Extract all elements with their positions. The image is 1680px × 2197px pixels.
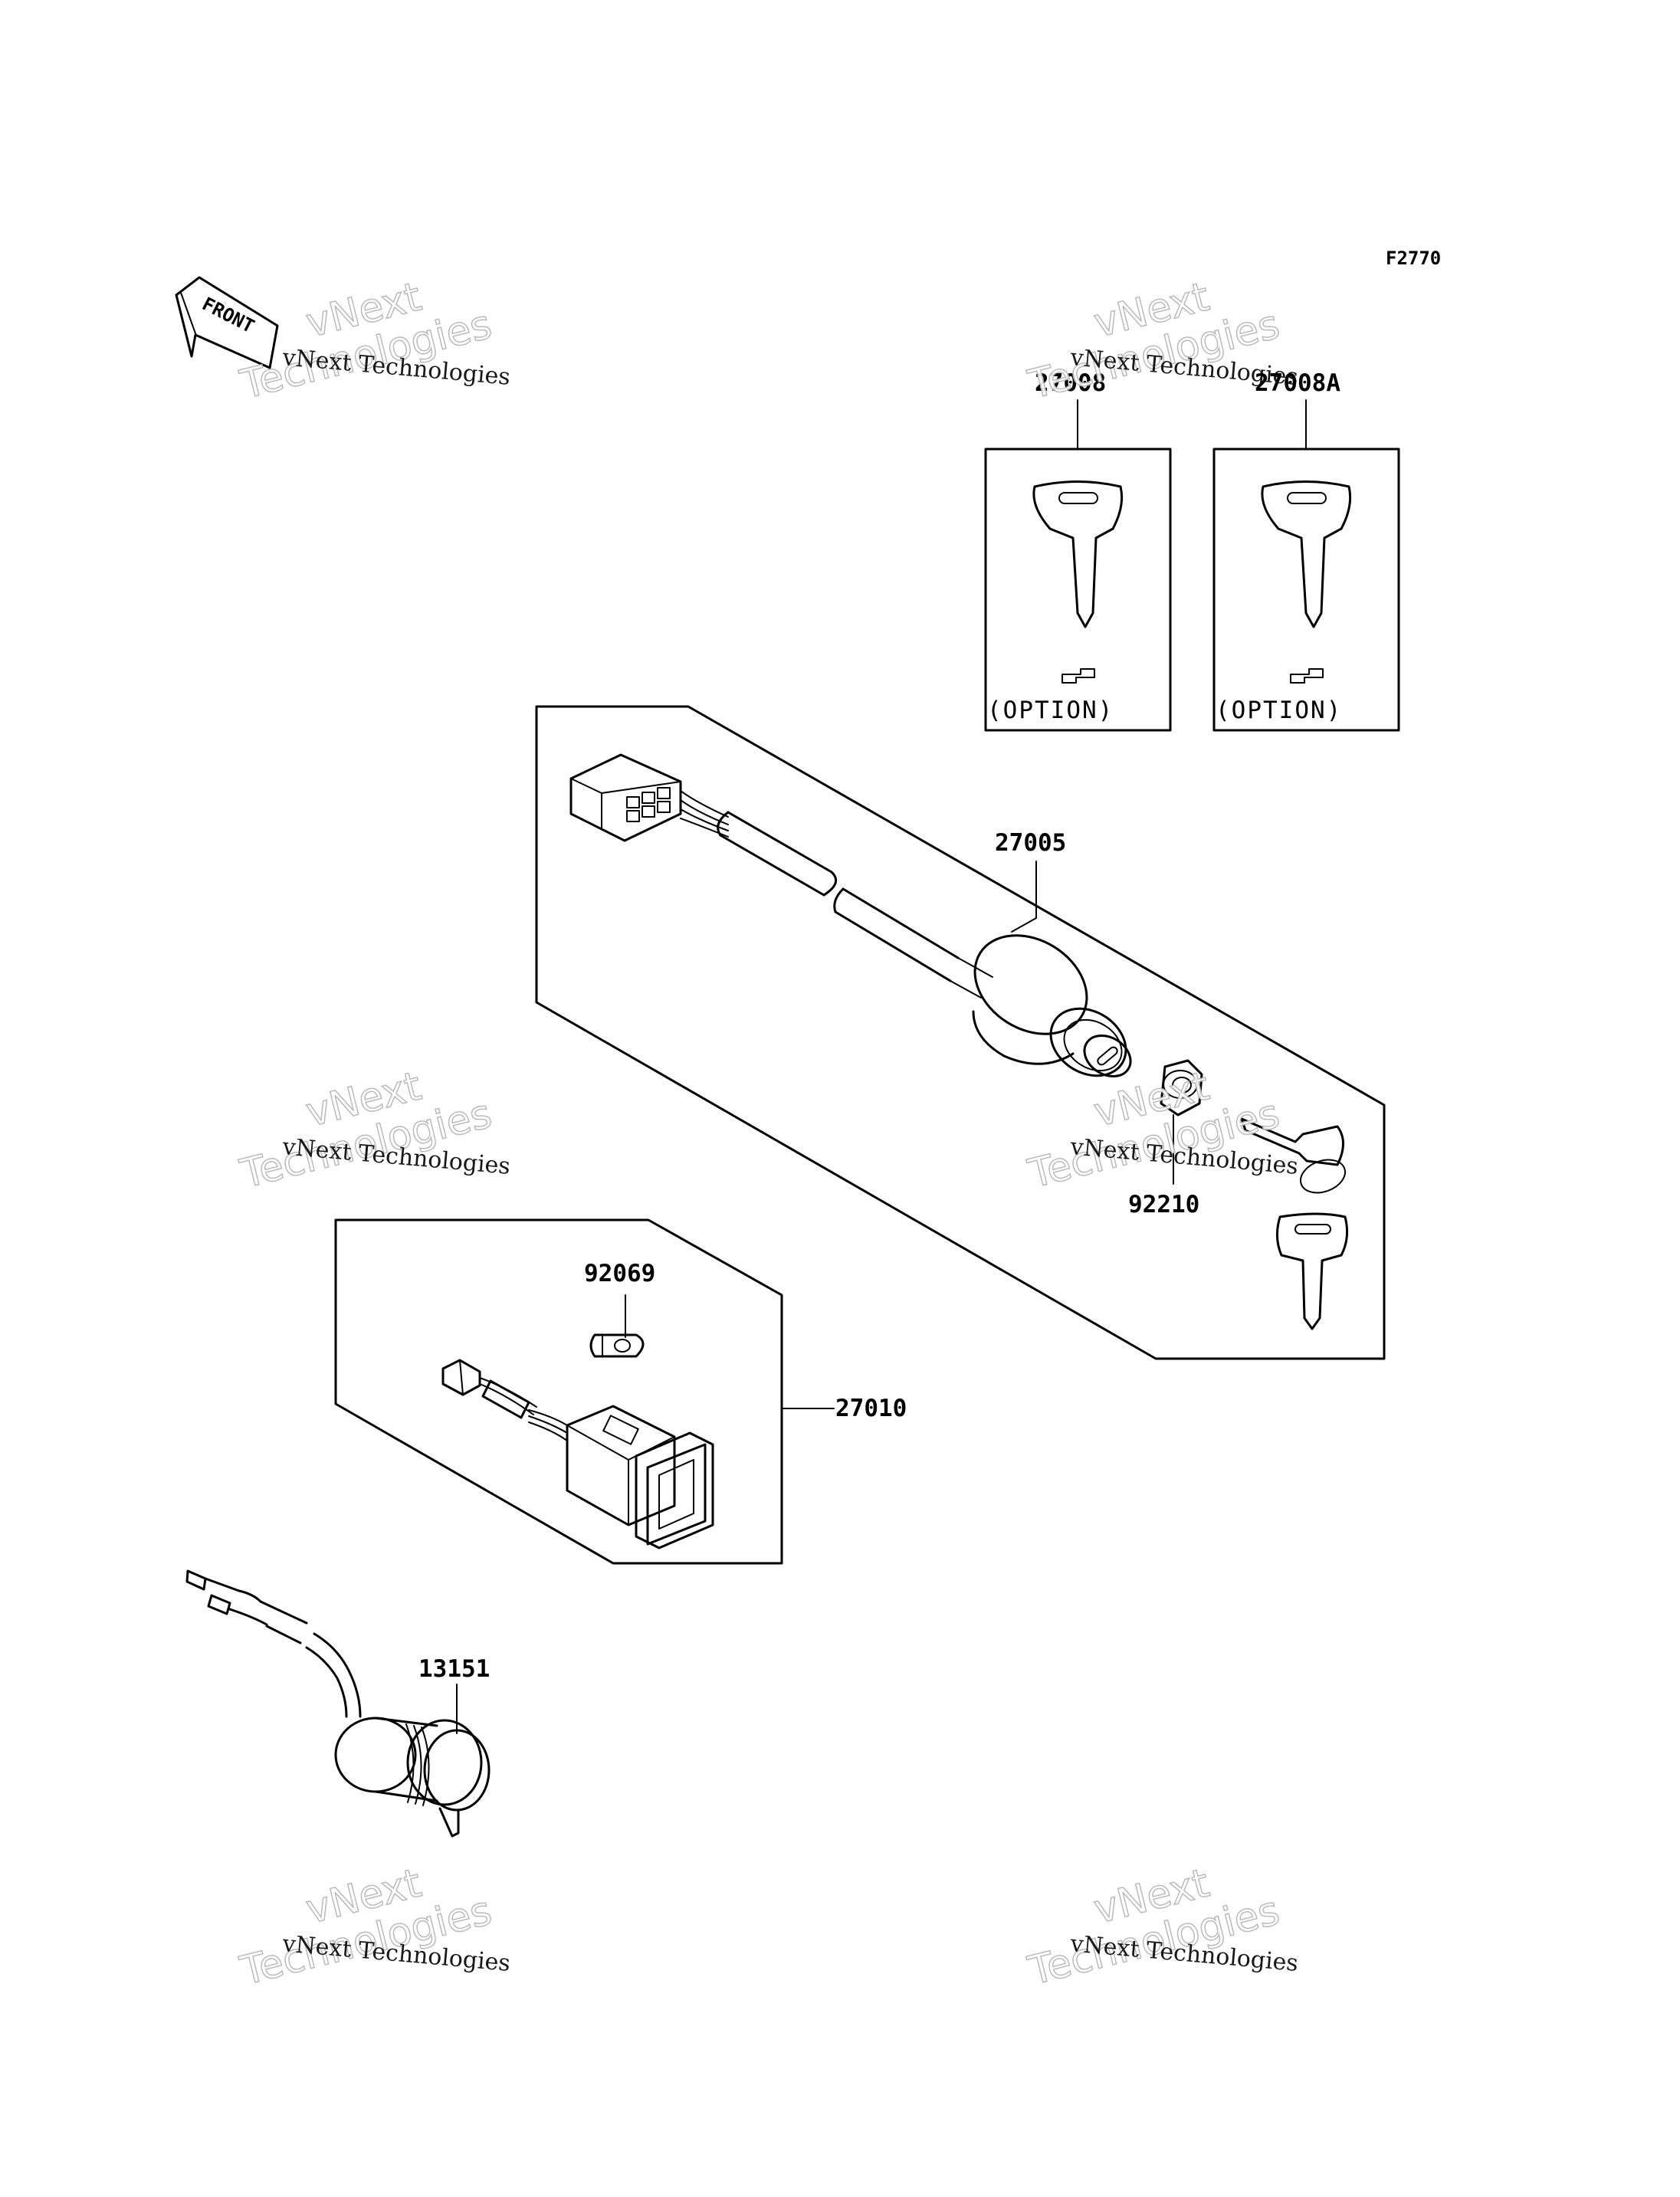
- part-label-92210: 92210: [1128, 1191, 1199, 1218]
- watermark: vNext Technologies vNext Technologies: [1023, 1860, 1299, 1995]
- key-profile-icon: [1290, 668, 1324, 684]
- front-label: FRONT: [199, 293, 258, 337]
- push-switch-assembly: 27010 92069: [334, 1218, 907, 1565]
- watermark: vNext Technologies vNext Technologies: [1023, 1063, 1299, 1199]
- bulb-icon: [589, 1333, 645, 1358]
- key-box-27008: 27008 (OPTION): [984, 369, 1172, 732]
- ignition-keys-icon: [1240, 1117, 1349, 1330]
- ignition-switch-assembly: 27005: [535, 705, 1386, 1360]
- part-label-27008: 27008: [1035, 369, 1106, 397]
- push-switch-icon: [566, 1405, 714, 1549]
- part-label-13151: 13151: [418, 1655, 490, 1683]
- key-blank-icon: [1261, 480, 1352, 628]
- watermark: vNext Technologies vNext Technologies: [235, 1063, 511, 1199]
- small-connector-icon: [441, 1359, 481, 1396]
- nut-icon: [1160, 1059, 1203, 1117]
- part-label-27005: 27005: [995, 829, 1066, 857]
- ignition-switch-icon: [972, 934, 1132, 1077]
- key-box-27008a: 27008A (OPTION): [1212, 369, 1400, 732]
- connector-icon: [569, 753, 682, 842]
- option-label-27008: (OPTION): [987, 697, 1114, 724]
- part-label-27008a: 27008A: [1255, 369, 1340, 397]
- part-label-27010: 27010: [835, 1395, 907, 1422]
- key-profile-icon: [1061, 668, 1095, 684]
- part-label-92069: 92069: [584, 1260, 655, 1287]
- watermark: vNext Technologies vNext Technologies: [235, 274, 511, 409]
- watermark: vNext Technologies vNext Technologies: [235, 1860, 511, 1995]
- front-arrow-icon: FRONT: [175, 276, 279, 369]
- socket-assembly: 13151: [185, 1569, 491, 1838]
- figure-ref: F2770: [1386, 248, 1441, 269]
- option-label-27008a: (OPTION): [1216, 697, 1342, 724]
- socket-icon: [185, 1569, 491, 1838]
- key-blank-icon: [1032, 480, 1124, 628]
